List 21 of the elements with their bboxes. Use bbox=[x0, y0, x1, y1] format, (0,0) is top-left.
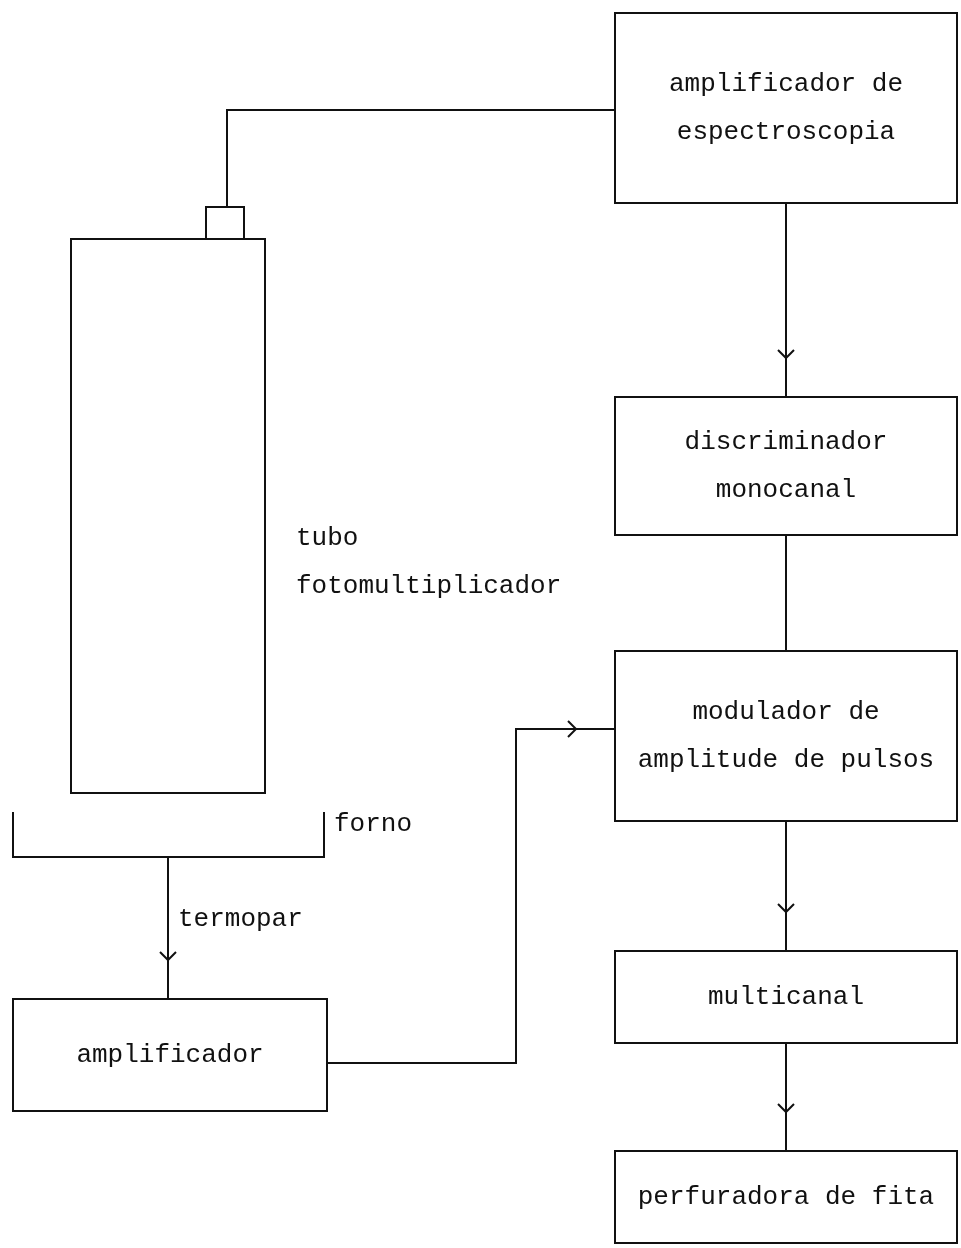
box-label: amplificador de espectroscopia bbox=[667, 68, 904, 149]
process-box bbox=[614, 396, 958, 536]
box-label: perfuradora de fita bbox=[637, 1181, 935, 1214]
connector-line bbox=[226, 109, 615, 207]
process-box bbox=[614, 950, 958, 1044]
connector-line bbox=[785, 535, 787, 651]
process-box bbox=[614, 650, 958, 822]
box-label: modulador de amplitude de pulsos bbox=[636, 696, 936, 777]
arrow bbox=[327, 720, 615, 1064]
box-label: discriminador monocanal bbox=[683, 426, 889, 507]
arrow bbox=[777, 1043, 795, 1151]
box-label: amplificador bbox=[76, 1039, 264, 1072]
part-label: tubo fotomultiplicador bbox=[296, 522, 563, 603]
arrow bbox=[777, 203, 795, 397]
arrow bbox=[777, 821, 795, 951]
process-box bbox=[12, 998, 328, 1112]
process-box bbox=[614, 12, 958, 204]
part-label: forno bbox=[334, 808, 412, 841]
arrow bbox=[159, 857, 177, 999]
box-label: multicanal bbox=[708, 981, 864, 1014]
process-box bbox=[614, 1150, 958, 1244]
